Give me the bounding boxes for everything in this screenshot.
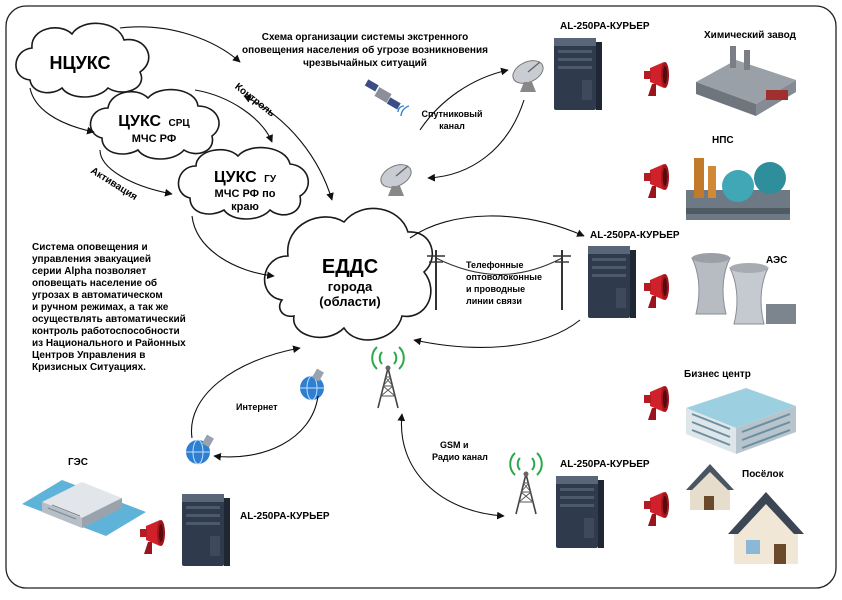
arrows-hierarchy (29, 26, 334, 280)
village-houses-icon (686, 464, 804, 564)
radio-tower-bottom-icon (515, 470, 537, 515)
chemical-plant-icon (696, 46, 796, 116)
facility-nps-label: НПС (712, 135, 734, 146)
siren-ges-icon (140, 520, 165, 554)
telephone-pole-right-icon (552, 249, 572, 311)
internet-arrow-up (190, 345, 301, 439)
description-line-6: и ручном режимах, а так же (32, 302, 169, 313)
wired-label-4: линии связи (466, 296, 522, 306)
description-line-1: Система оповещения и (32, 242, 148, 253)
business-center-icon (686, 388, 796, 454)
facility-aes-label: АЭС (766, 255, 787, 266)
edds-sub-1: города (328, 279, 373, 294)
satellite-label-2: канал (439, 121, 465, 131)
scheme-title-line-1: Схема организации системы экстренного (262, 32, 469, 43)
satellite-icon (364, 79, 410, 117)
satellite-arrow-up (419, 67, 509, 131)
satellite-arrow-down (427, 99, 525, 182)
siren-business-icon (644, 386, 669, 420)
gsm-arrow (397, 413, 505, 520)
gsm-label-1: GSM и (440, 440, 469, 450)
satellite-dish-bottom-icon (380, 164, 412, 196)
globe-bottom-icon (186, 434, 214, 465)
radio-tower-center-icon (377, 364, 399, 409)
cuks-gu-sub-1: МЧС РФ по (215, 188, 276, 200)
hydro-plant-icon (22, 480, 146, 536)
pump-station-icon (686, 158, 790, 220)
facility-chemical-label: Химический завод (704, 30, 797, 41)
description-line-10: Центров Управления в (32, 350, 145, 361)
wired-label-1: Телефонные (466, 260, 523, 270)
wired-label-3: и проводные (466, 284, 525, 294)
siren-nps-icon (644, 164, 669, 198)
wired-arrow-out (409, 215, 585, 239)
wired-label-2: оптоволоконные (466, 272, 542, 282)
cloud-ncuks: НЦУКС (15, 22, 150, 98)
cloud-edds: ЕДДС города (области) (263, 207, 434, 341)
description-line-8: контроль работоспособности (32, 325, 180, 337)
edds-main: ЕДДС (322, 256, 378, 278)
description-line-5: угрозах в автоматическом (32, 290, 163, 301)
scheme-title-line-3: чрезвычайных ситуаций (303, 58, 427, 69)
internet-arrow-down (213, 395, 319, 461)
description-line-3: серии Alpha позволяет (32, 266, 146, 277)
device-panel-middle-icon (588, 246, 636, 318)
siren-village-icon (644, 492, 669, 526)
edds-sub-2: (области) (319, 294, 380, 309)
facility-ges-label: ГЭС (68, 457, 88, 468)
siren-aes-icon (644, 274, 669, 308)
wired-arrow-in (413, 319, 581, 348)
cuks-src-suffix: СРЦ (169, 118, 191, 129)
ncuks-label: НЦУКС (49, 53, 110, 73)
cloud-cuks-gu: ЦУКС ГУ МЧС РФ по краю (177, 146, 310, 220)
cuks-gu-suffix: ГУ (264, 174, 277, 185)
device-label-left: AL-250PA-КУРЬЕР (240, 511, 330, 522)
cuks-src-sub: МЧС РФ (132, 133, 176, 145)
device-panel-bottom-icon (556, 476, 604, 548)
cuks-src-main: ЦУКС (118, 113, 161, 130)
facility-business-label: Бизнес центр (684, 369, 751, 380)
satellite-label-1: Спутниковый (421, 109, 482, 119)
cuks-src-label: ЦУКС СРЦ (118, 113, 190, 130)
gsm-label-2: Радио канал (432, 452, 488, 462)
cuks-gu-sub-2: краю (231, 201, 259, 213)
siren-chemical-icon (644, 62, 669, 96)
description-line-2: управления эвакуацией (32, 254, 151, 265)
telephone-wire (435, 257, 563, 275)
scheme-title-line-2: оповещения населения об угрозе возникнов… (242, 44, 488, 56)
satellite-dish-top-icon (512, 60, 544, 92)
control-label: Контроль (232, 81, 276, 119)
device-panel-left-icon (182, 494, 230, 566)
description-block: Система оповещения и управления эвакуаци… (32, 242, 186, 373)
description-line-11: Кризисных Ситуациях. (32, 362, 146, 373)
facility-village-label: Посёлок (742, 469, 785, 480)
description-line-4: оповещать население об (32, 277, 157, 289)
nuclear-plant-icon (691, 253, 796, 325)
description-line-7: осуществлять автоматический (32, 314, 186, 325)
internet-label: Интернет (236, 402, 278, 412)
cloud-cuks-src: ЦУКС СРЦ МЧС РФ (89, 88, 220, 160)
device-label-bottom: AL-250PA-КУРЬЕР (560, 459, 650, 470)
device-label-middle: AL-250PA-КУРЬЕР (590, 230, 680, 241)
cuks-gu-main: ЦУКС (214, 169, 257, 186)
device-panel-top-icon (554, 38, 602, 110)
description-line-9: из Национального и Районных (32, 338, 186, 349)
device-label-top: AL-250PA-КУРЬЕР (560, 21, 650, 32)
globe-top-icon (300, 368, 324, 401)
outer-frame (5, 5, 837, 589)
